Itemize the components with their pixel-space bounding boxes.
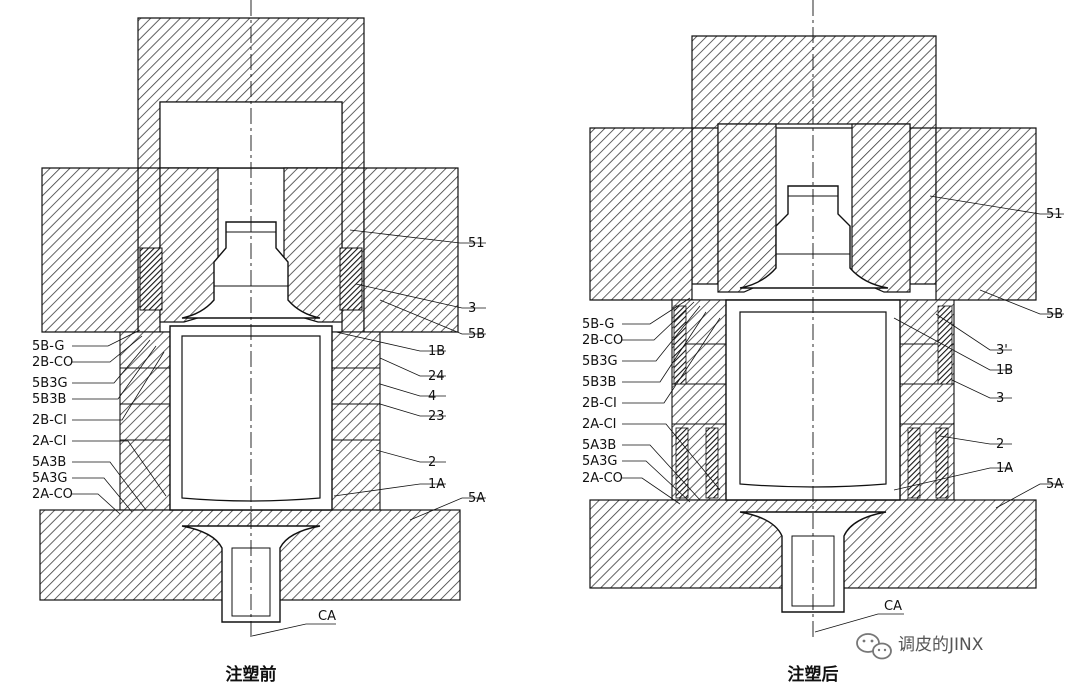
right-label-2: 2 (996, 437, 1004, 452)
left-leaders-left (72, 329, 167, 515)
right-label-group-right: 51 5B 3' 1B 3 2 1A 5A (996, 207, 1063, 492)
left-seal-left (139, 247, 163, 311)
right-leaders-left (622, 297, 721, 505)
left-label-2B-CO: 2B-CO (32, 355, 73, 370)
left-label-2A-CO: 2A-CO (32, 487, 73, 502)
right-leaders-right (893, 195, 1064, 509)
right-label-5A: 5A (1046, 477, 1063, 492)
right-label-CA: CA (884, 599, 902, 614)
right-caption: 注塑后 (788, 664, 839, 685)
left-leaders-right (333, 229, 486, 521)
right-label-2B-CO: 2B-CO (582, 333, 623, 348)
left-label-group-right: 51 3 5B 1B 24 4 23 2 1A 5A (428, 236, 485, 506)
right-mold-dark-5 (907, 427, 921, 499)
watermark: 调皮的JINX (856, 633, 984, 660)
left-caption: 注塑前 (226, 664, 277, 685)
left-label-5B-G: 5B-G (32, 339, 64, 354)
right-mold-dark-1 (673, 305, 687, 385)
right-mold-dark-3 (675, 427, 689, 499)
left-label-3: 3 (468, 301, 476, 316)
right-label-5B3B: 5B3B (582, 375, 616, 390)
left-ring-right (329, 331, 381, 511)
left-label-5A3G: 5A3G (32, 471, 68, 486)
left-label-51: 51 (468, 236, 485, 251)
left-label-2: 2 (428, 455, 436, 470)
left-label-5B: 5B (468, 327, 485, 342)
right-label-3: 3 (996, 391, 1004, 406)
left-part-cup-inner (181, 335, 321, 502)
left-label-1A: 1A (428, 477, 445, 492)
right-part-neck (739, 185, 889, 289)
right-label-5B-G: 5B-G (582, 317, 614, 332)
right-label-group-left: 5B-G 2B-CO 5B3G 5B3B 2B-CI 2A-CI 5A3B 5A… (582, 317, 623, 486)
left-ring-left (119, 331, 171, 511)
right-part-cup-inner (739, 311, 887, 488)
right-label-5A3G: 5A3G (582, 454, 618, 469)
left-assembly: 5B-G 2B-CO 5B3G 5B3B 2B-CI 2A-CI 5A3B 5A… (32, 0, 486, 685)
left-label-24: 24 (428, 369, 445, 384)
left-label-5A3B: 5A3B (32, 455, 66, 470)
left-label-5B3G: 5B3G (32, 376, 68, 391)
right-assembly: 5B-G 2B-CO 5B3G 5B3B 2B-CI 2A-CI 5A3B 5A… (582, 0, 1064, 685)
left-label-1B: 1B (428, 344, 445, 359)
left-label-2A-CI: 2A-CI (32, 434, 66, 449)
right-label-5B: 5B (1046, 307, 1063, 322)
left-label-4: 4 (428, 389, 436, 404)
left-label-23: 23 (428, 409, 445, 424)
right-mold-dark-6 (935, 427, 949, 499)
right-label-5A3B: 5A3B (582, 438, 616, 453)
watermark-text: 调皮的JINX (898, 635, 984, 655)
right-label-3prime: 3' (996, 343, 1008, 358)
wechat-icon (856, 633, 892, 660)
left-label-group-left: 5B-G 2B-CO 5B3G 5B3B 2B-CI 2A-CI 5A3B 5A… (32, 339, 73, 502)
right-label-1B: 1B (996, 363, 1013, 378)
right-label-2B-CI: 2B-CI (582, 396, 617, 411)
left-label-5B3B: 5B3B (32, 392, 66, 407)
right-label-1A: 1A (996, 461, 1013, 476)
left-label-5A: 5A (468, 491, 485, 506)
right-label-2A-CI: 2A-CI (582, 417, 616, 432)
left-label-CA: CA (318, 609, 336, 624)
right-mold-dark-2 (937, 305, 953, 385)
right-mold-dark-4 (705, 427, 719, 499)
right-label-2A-CO: 2A-CO (582, 471, 623, 486)
left-seal-right (339, 247, 363, 311)
right-label-51: 51 (1046, 207, 1063, 222)
left-label-2B-CI: 2B-CI (32, 413, 67, 428)
right-label-5B3G: 5B3G (582, 354, 618, 369)
